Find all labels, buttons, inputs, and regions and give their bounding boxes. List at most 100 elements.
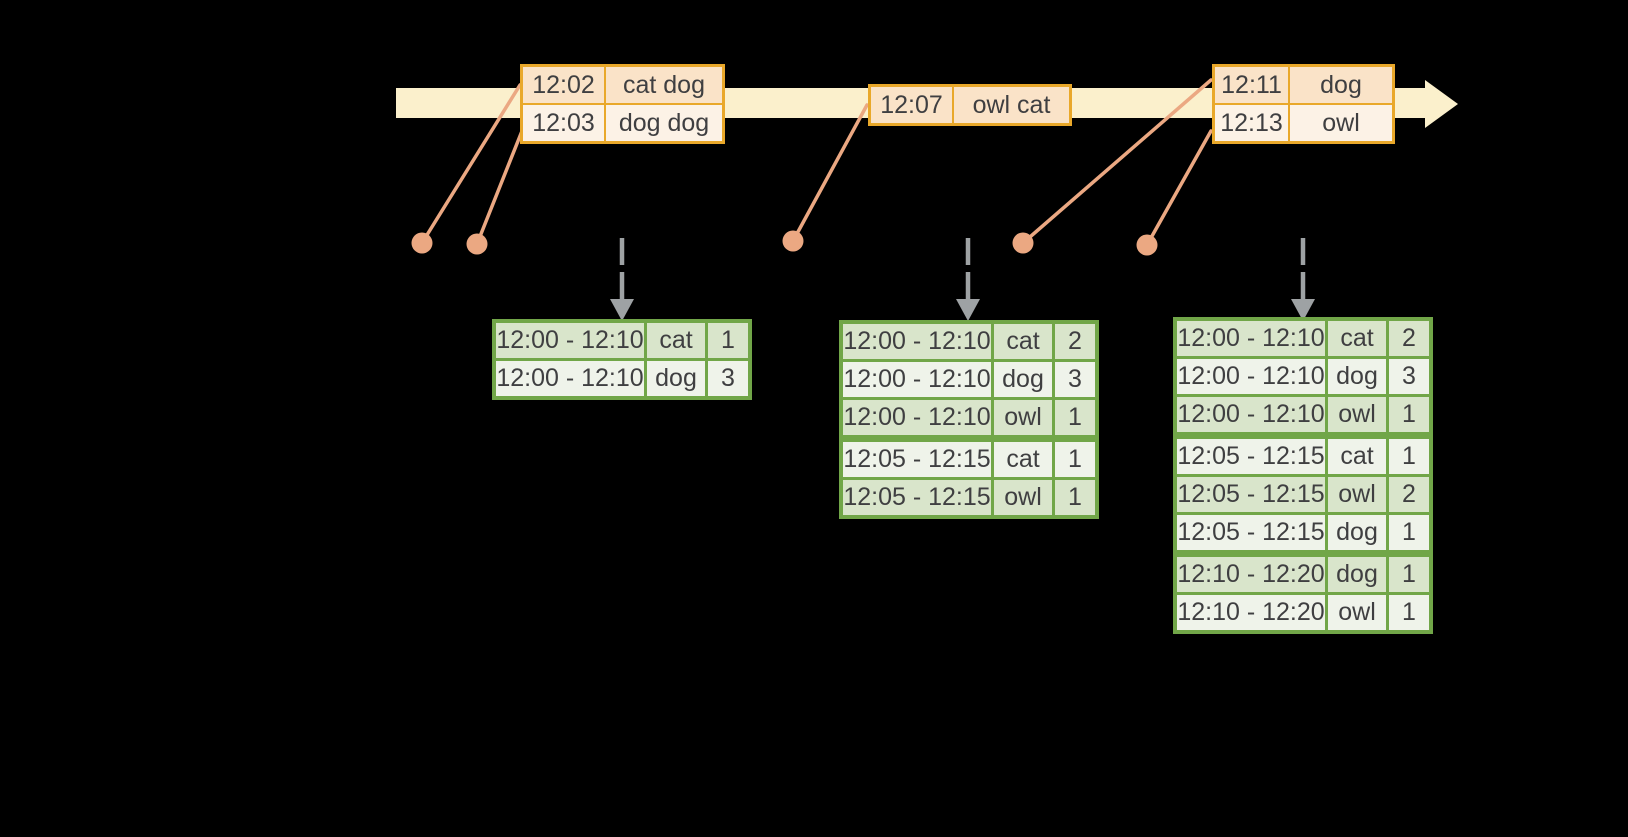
table-row: 12:07 owl cat [871, 87, 1069, 123]
count-cell: 1 [1389, 397, 1429, 432]
window-group: 12:05 - 12:15 cat 1 12:05 - 12:15 owl 1 [843, 442, 1095, 515]
event-time-cell: 12:07 [871, 87, 952, 123]
trigger-arrow-heads [610, 299, 1315, 321]
word-cell: dog [1328, 557, 1386, 592]
table-row: 12:10 - 12:20 dog 1 [1177, 557, 1429, 592]
table-row: 12:05 - 12:15 owl 2 [1177, 477, 1429, 512]
count-cell: 3 [1389, 359, 1429, 394]
count-cell: 2 [1389, 321, 1429, 356]
event-time-cell: 12:03 [523, 105, 604, 141]
word-cell: cat [994, 324, 1052, 359]
event-time-cell: 12:11 [1215, 67, 1288, 103]
event-time-cell: 12:13 [1215, 105, 1288, 141]
input-table-1: 12:02 cat dog 12:03 dog dog [520, 64, 725, 144]
word-cell: cat [1328, 321, 1386, 356]
event-words-cell: owl cat [954, 87, 1069, 123]
count-cell: 1 [1389, 515, 1429, 550]
event-words-cell: owl [1290, 105, 1392, 141]
word-cell: cat [994, 442, 1052, 477]
event-dot [466, 233, 488, 255]
window-group: 12:10 - 12:20 dog 1 12:10 - 12:20 owl 1 [1177, 557, 1429, 630]
event-words-cell: dog [1290, 67, 1392, 103]
word-cell: cat [647, 323, 705, 358]
event-connector-line [1145, 129, 1213, 247]
table-row: 12:00 - 12:10 dog 3 [496, 361, 748, 396]
word-cell: owl [1328, 595, 1386, 630]
count-cell: 1 [1389, 595, 1429, 630]
event-connector-line [475, 129, 524, 246]
event-time-cell: 12:02 [523, 67, 604, 103]
count-cell: 1 [1055, 480, 1095, 515]
table-row: 12:00 - 12:10 owl 1 [843, 400, 1095, 435]
table-row: 12:00 - 12:10 dog 3 [1177, 359, 1429, 394]
result-table-2: 12:00 - 12:10 cat 2 12:00 - 12:10 dog 3 … [839, 320, 1099, 519]
window-cell: 12:00 - 12:10 [496, 323, 644, 358]
table-row: 12:05 - 12:15 cat 1 [843, 442, 1095, 477]
window-cell: 12:00 - 12:10 [843, 400, 991, 435]
count-cell: 3 [1055, 362, 1095, 397]
event-dot [1136, 234, 1158, 256]
word-cell: dog [1328, 359, 1386, 394]
window-cell: 12:00 - 12:10 [843, 362, 991, 397]
count-cell: 1 [708, 323, 748, 358]
table-row: 12:10 - 12:20 owl 1 [1177, 595, 1429, 630]
table-row: 12:05 - 12:15 dog 1 [1177, 515, 1429, 550]
table-row: 12:00 - 12:10 cat 2 [1177, 321, 1429, 356]
word-cell: dog [994, 362, 1052, 397]
count-cell: 1 [1389, 557, 1429, 592]
table-row: 12:00 - 12:10 dog 3 [843, 362, 1095, 397]
window-cell: 12:00 - 12:10 [1177, 359, 1325, 394]
window-cell: 12:10 - 12:20 [1177, 595, 1325, 630]
event-connector-lines [420, 78, 1213, 247]
result-table-1: 12:00 - 12:10 cat 1 12:00 - 12:10 dog 3 [492, 319, 752, 400]
event-dot [411, 232, 433, 254]
count-cell: 1 [1055, 400, 1095, 435]
event-dot [782, 230, 804, 252]
table-row: 12:05 - 12:15 cat 1 [1177, 439, 1429, 474]
word-cell: owl [1328, 477, 1386, 512]
window-cell: 12:00 - 12:10 [1177, 321, 1325, 356]
count-cell: 2 [1055, 324, 1095, 359]
window-cell: 12:00 - 12:10 [496, 361, 644, 396]
window-group: 12:05 - 12:15 cat 1 12:05 - 12:15 owl 2 … [1177, 439, 1429, 550]
table-row: 12:00 - 12:10 owl 1 [1177, 397, 1429, 432]
window-cell: 12:05 - 12:15 [1177, 515, 1325, 550]
trigger-arrowhead-icon [1291, 299, 1315, 321]
word-cell: cat [1328, 439, 1386, 474]
trigger-arrowhead-icon [610, 299, 634, 321]
input-table-2: 12:07 owl cat [868, 84, 1072, 126]
word-cell: dog [647, 361, 705, 396]
table-row: 12:00 - 12:10 cat 1 [496, 323, 748, 358]
count-cell: 3 [708, 361, 748, 396]
count-cell: 1 [1055, 442, 1095, 477]
event-timeline-arrowhead-icon [1425, 80, 1458, 128]
table-row: 12:13 owl [1215, 105, 1392, 141]
window-cell: 12:10 - 12:20 [1177, 557, 1325, 592]
table-row: 12:03 dog dog [523, 105, 722, 141]
count-cell: 1 [1389, 439, 1429, 474]
event-dots [411, 230, 1158, 256]
count-cell: 2 [1389, 477, 1429, 512]
event-words-cell: cat dog [606, 67, 722, 103]
word-cell: owl [994, 400, 1052, 435]
trigger-arrowhead-icon [956, 299, 980, 321]
event-words-cell: dog dog [606, 105, 722, 141]
window-cell: 12:05 - 12:15 [1177, 477, 1325, 512]
window-cell: 12:05 - 12:15 [843, 480, 991, 515]
trigger-arrows [619, 238, 1306, 302]
event-dot [1012, 232, 1034, 254]
input-table-3: 12:11 dog 12:13 owl [1212, 64, 1395, 144]
event-connector-line [1021, 78, 1213, 245]
window-group: 12:00 - 12:10 cat 2 12:00 - 12:10 dog 3 … [843, 324, 1095, 435]
window-group: 12:00 - 12:10 cat 2 12:00 - 12:10 dog 3 … [1177, 321, 1429, 432]
table-row: 12:11 dog [1215, 67, 1392, 103]
event-connector-line [791, 103, 869, 243]
word-cell: owl [994, 480, 1052, 515]
table-row: 12:00 - 12:10 cat 2 [843, 324, 1095, 359]
window-cell: 12:00 - 12:10 [1177, 397, 1325, 432]
table-row: 12:05 - 12:15 owl 1 [843, 480, 1095, 515]
result-table-3: 12:00 - 12:10 cat 2 12:00 - 12:10 dog 3 … [1173, 317, 1433, 634]
event-connector-line [420, 83, 522, 245]
